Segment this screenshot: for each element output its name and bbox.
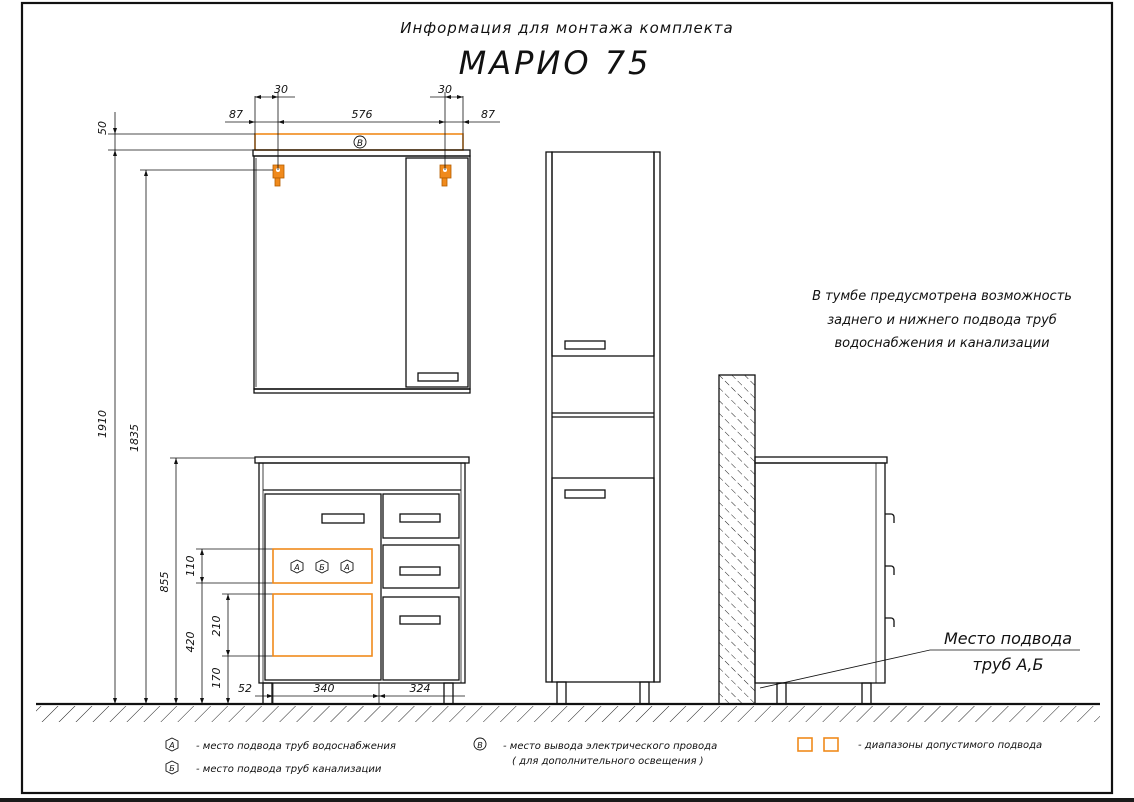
note-line-1: В тумбе предусмотрена возможность	[812, 289, 1072, 304]
tall-upper-handle	[564, 340, 606, 350]
dim-170: 170	[210, 668, 223, 689]
dim-210: 210	[210, 616, 223, 637]
marker-v	[353, 135, 367, 149]
dim-855: 855	[158, 572, 171, 593]
legend-hatch-swatch	[797, 737, 813, 752]
legend-v-subtext: ( для дополнительного освещения )	[512, 756, 704, 767]
legend-a-text: - место подвода труб водоснабжения	[196, 740, 396, 752]
legend-marker-a: А	[165, 737, 179, 752]
marker-a-right: А	[340, 559, 354, 574]
legend-v-text: - место вывода электрического провода	[503, 741, 717, 752]
marker-v-label: В	[357, 139, 363, 149]
vanity-side	[754, 462, 886, 684]
tall-lower-door	[551, 477, 655, 683]
dim-87-right: 87	[481, 108, 495, 121]
floor	[36, 702, 1100, 722]
dim-420: 420	[184, 632, 197, 653]
svg-text:А: А	[168, 741, 174, 750]
svg-text:Б: Б	[169, 764, 175, 773]
vanity-door-handle	[321, 513, 365, 524]
callout-subtitle: труб А,Б	[973, 655, 1044, 674]
supply-range-zone	[272, 548, 373, 584]
legend-range-text: - диапазоны допустимого подвода	[858, 740, 1042, 751]
legend-cross-swatch	[823, 737, 839, 752]
model-title: МАРИО 75	[459, 44, 652, 82]
legend-marker-b: Б	[165, 760, 179, 775]
note-line-2: заднего и нижнего подвода труб	[827, 313, 1057, 328]
svg-text:А: А	[343, 563, 349, 572]
side-view	[718, 374, 1080, 705]
tall-lower-handle	[564, 489, 606, 499]
note-line-3: водоснабжения и канализации	[834, 336, 1049, 351]
mirror-door-handle	[417, 372, 459, 382]
dim-576: 576	[352, 108, 373, 121]
mirror-side-door	[405, 157, 469, 388]
dim-30-left: 30	[274, 83, 288, 96]
marker-a-left: А	[290, 559, 304, 574]
svg-text:В: В	[477, 741, 483, 750]
drawing-subtitle: Информация для монтажа комплекта	[400, 19, 733, 37]
dim-50: 50	[96, 121, 109, 135]
dim-30-right: 30	[438, 83, 452, 96]
handle-side-1-icon	[885, 513, 895, 523]
vanity-left-door	[264, 493, 382, 681]
legend: А - место подвода труб водоснабжения Б -…	[165, 737, 1042, 775]
mirror-cabinet: В	[225, 92, 500, 394]
vanity-body	[258, 462, 466, 684]
marker-b: Б	[315, 559, 329, 574]
drawer-3	[382, 596, 460, 681]
dim-1910: 1910	[96, 410, 109, 438]
drawer-2	[382, 544, 460, 589]
drawer-1	[382, 493, 460, 539]
frame-border	[20, 1, 1114, 795]
dim-87-left: 87	[229, 108, 243, 121]
vanity-unit: А Б А	[254, 456, 470, 705]
legend-b-text: - место подвода труб канализации	[196, 763, 382, 775]
handle-side-2-icon	[885, 565, 895, 575]
dim-1835: 1835	[128, 424, 141, 452]
svg-text:А: А	[293, 563, 299, 572]
dim-324: 324	[410, 682, 431, 695]
dim-52: 52	[238, 682, 252, 695]
drain-range-zone	[272, 593, 373, 657]
legend-marker-v: В	[473, 737, 487, 751]
dim-340: 340	[314, 682, 335, 695]
callout-leader	[759, 649, 1080, 689]
handle-side-3-icon	[885, 617, 895, 627]
wall-section	[718, 374, 756, 705]
callout-title: Место подвода	[944, 629, 1072, 648]
tall-cabinet	[545, 151, 661, 705]
tall-upper-door	[551, 151, 655, 357]
dim-110: 110	[184, 556, 197, 577]
svg-text:Б: Б	[319, 563, 325, 572]
